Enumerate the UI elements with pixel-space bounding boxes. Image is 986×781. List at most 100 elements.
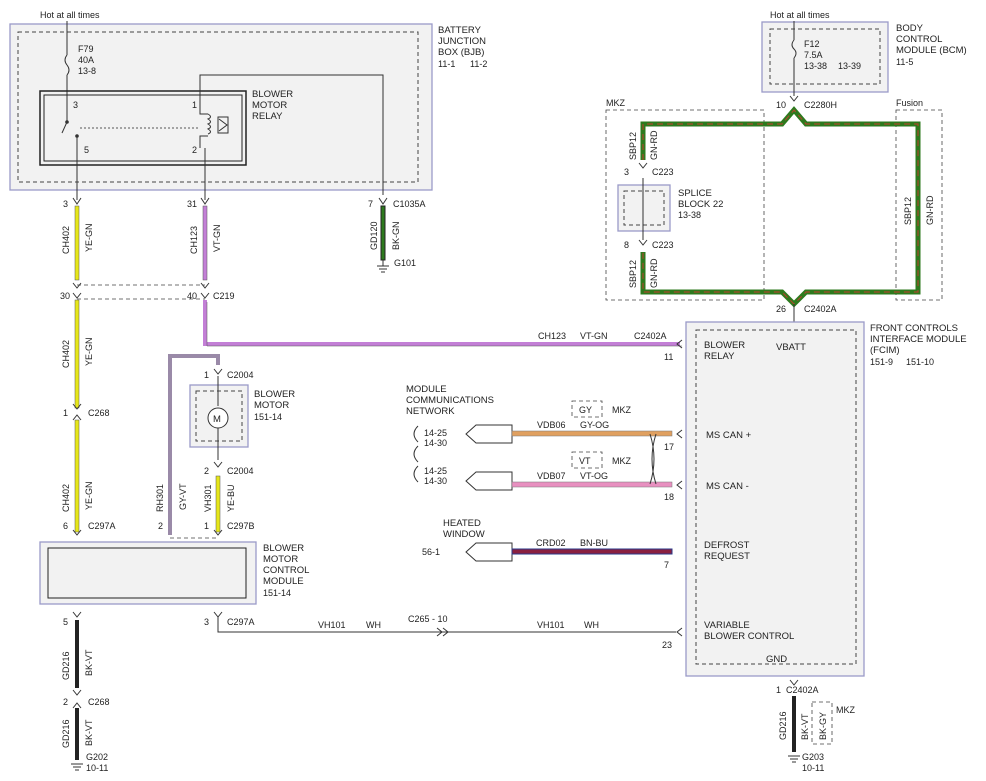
- heated-connector-icon: [465, 542, 513, 562]
- fusion-label: Fusion: [896, 98, 923, 108]
- c219-pin-30: 30: [60, 291, 70, 301]
- f79-amp: 40A: [78, 55, 94, 65]
- ch123-run-circuit: CH123: [538, 331, 566, 341]
- wire-gd216b: [75, 708, 79, 760]
- c2004a-pin: 1: [204, 370, 209, 380]
- f79-page: 13-8: [78, 66, 96, 76]
- crd02-color: BN-BU: [580, 538, 608, 548]
- g203-label: G203: [802, 752, 824, 762]
- vh101-b-circuit: VH101: [537, 620, 565, 630]
- ground-g203-icon: [788, 755, 800, 763]
- wire-ch402-low: [74, 419, 80, 533]
- relay-pin-5: 5: [84, 145, 89, 155]
- vdb06-alt: GY: [579, 405, 592, 415]
- bjb-page-1: 11-1: [438, 59, 455, 69]
- c223a-name: C223: [652, 167, 674, 177]
- relay-switch-blade: [61, 121, 68, 134]
- vh101-a-circuit: VH101: [318, 620, 346, 630]
- vdb07-alt-label: MKZ: [612, 456, 632, 466]
- wire-ch123-top: [202, 205, 208, 281]
- relay-label-2: MOTOR: [252, 100, 287, 111]
- body-control-module: BODY CONTROL MODULE (BCM) 11-5: [761, 21, 967, 93]
- sbp12-f-color: GN-RD: [925, 195, 935, 225]
- ch402-top-circuit: CH402: [61, 226, 71, 254]
- fusion-region: [895, 109, 943, 301]
- mcn-label-2: COMMUNICATIONS: [406, 395, 494, 406]
- c297a-name: C297A: [88, 521, 116, 531]
- fuse-f79-icon: [64, 54, 70, 76]
- bmcm-page: 151-14: [263, 588, 291, 598]
- c2004b-pin: 2: [204, 466, 209, 476]
- f79-name: F79: [78, 44, 94, 54]
- heated-label-2: WINDOW: [443, 529, 485, 540]
- fcim-module: FRONT CONTROLS INTERFACE MODULE (FCIM) 1…: [685, 321, 967, 677]
- bmcm-label-2: MOTOR: [263, 554, 298, 565]
- battery-junction-box: BATTERY JUNCTION BOX (BJB) 11-1 11-2: [9, 23, 487, 191]
- fcim-label-3: (FCIM): [870, 345, 900, 356]
- bmcm-label-1: BLOWER: [263, 543, 304, 554]
- c2402a-top-pin: 26: [776, 304, 786, 314]
- c297a-3-name: C297A: [227, 617, 255, 627]
- bjb-label-3: BOX (BJB): [438, 47, 484, 58]
- c2280h-name: C2280H: [804, 100, 837, 110]
- rh301-circuit: RH301: [155, 484, 165, 512]
- c268a-name: C268: [88, 408, 110, 418]
- c223b-pin: 8: [624, 240, 629, 250]
- vdb07-alt: VT: [579, 456, 591, 466]
- splice-label-2: BLOCK 22: [678, 199, 723, 210]
- sbp12-b-color: GN-RD: [649, 258, 659, 288]
- pin-ms-can-minus: MS CAN -: [706, 481, 749, 492]
- gd120-color: BK-GN: [391, 221, 401, 250]
- bcm-label-2: CONTROL: [896, 34, 942, 45]
- mcn-connector-2-icon: [465, 471, 513, 491]
- splice-page: 13-38: [678, 210, 701, 220]
- wire-vdb06: [511, 430, 673, 437]
- relay-coil-icon: [206, 113, 229, 135]
- bjb-label-2: JUNCTION: [438, 36, 486, 47]
- ch123-run-color: VT-GN: [580, 331, 608, 341]
- wire-gd120: [380, 205, 386, 261]
- mcn-ref-1b: 14-30: [424, 438, 447, 448]
- gnd-bottom-alt-label: MKZ: [836, 705, 856, 715]
- crd02-circuit: CRD02: [536, 538, 566, 548]
- ch123-run-conn: C2402A: [634, 331, 667, 341]
- hot-at-all-times-left: Hot at all times: [40, 10, 100, 20]
- c2004a-name: C2004: [227, 370, 254, 380]
- pin-vbc-1: VARIABLE: [704, 620, 750, 631]
- gnd-bottom-pin: 1: [776, 685, 781, 695]
- bmcm-label-3: CONTROL: [263, 565, 309, 576]
- splice-label-1: SPLICE: [678, 188, 712, 199]
- vh301-circuit: VH301: [203, 484, 213, 512]
- blower-motor-relay: BLOWER MOTOR RELAY 3 5 1 2: [39, 74, 384, 195]
- c297a-pin-3: 3: [204, 617, 209, 627]
- wire-vh301: [215, 475, 221, 533]
- vdb07-circuit: VDB07: [537, 471, 566, 481]
- gd120-conn: C1035A: [393, 199, 426, 209]
- ch402-top-color: YE-GN: [84, 223, 94, 252]
- bjb-label-1: BATTERY: [438, 25, 482, 36]
- relay-label-1: BLOWER: [252, 89, 293, 100]
- gnd-bottom-circuit: GD216: [778, 711, 788, 740]
- fcim-label-1: FRONT CONTROLS: [870, 323, 958, 334]
- ground-g101-icon: [377, 260, 389, 273]
- sbp12-a-color: GN-RD: [649, 130, 659, 160]
- gnd-bottom-name: C2402A: [786, 685, 819, 695]
- pin-defrost-1: DEFROST: [704, 540, 750, 551]
- pin-11: 11: [664, 352, 673, 362]
- splice-block-22: [617, 178, 671, 240]
- pin-23: 23: [662, 640, 672, 650]
- relay-ground-wire: [199, 74, 384, 195]
- c223b-name: C223: [652, 240, 674, 250]
- gnd-bottom-color: BK-VT: [800, 713, 810, 740]
- vh301-color: YE-BU: [226, 484, 236, 512]
- relay-pin-2: 2: [192, 145, 197, 155]
- blower-motor-control-module: BLOWER MOTOR CONTROL MODULE 151-14: [39, 541, 309, 605]
- g202-page: 10-11: [86, 763, 108, 773]
- pin-7: 7: [664, 560, 669, 570]
- gd216b-circuit: GD216: [61, 719, 71, 748]
- ch123-top-circuit: CH123: [189, 226, 199, 254]
- relay-pin-3: 3: [73, 100, 78, 110]
- f12-name: F12: [804, 39, 820, 49]
- ground-g202-icon: [71, 763, 83, 771]
- vdb07-color: VT-OG: [580, 471, 608, 481]
